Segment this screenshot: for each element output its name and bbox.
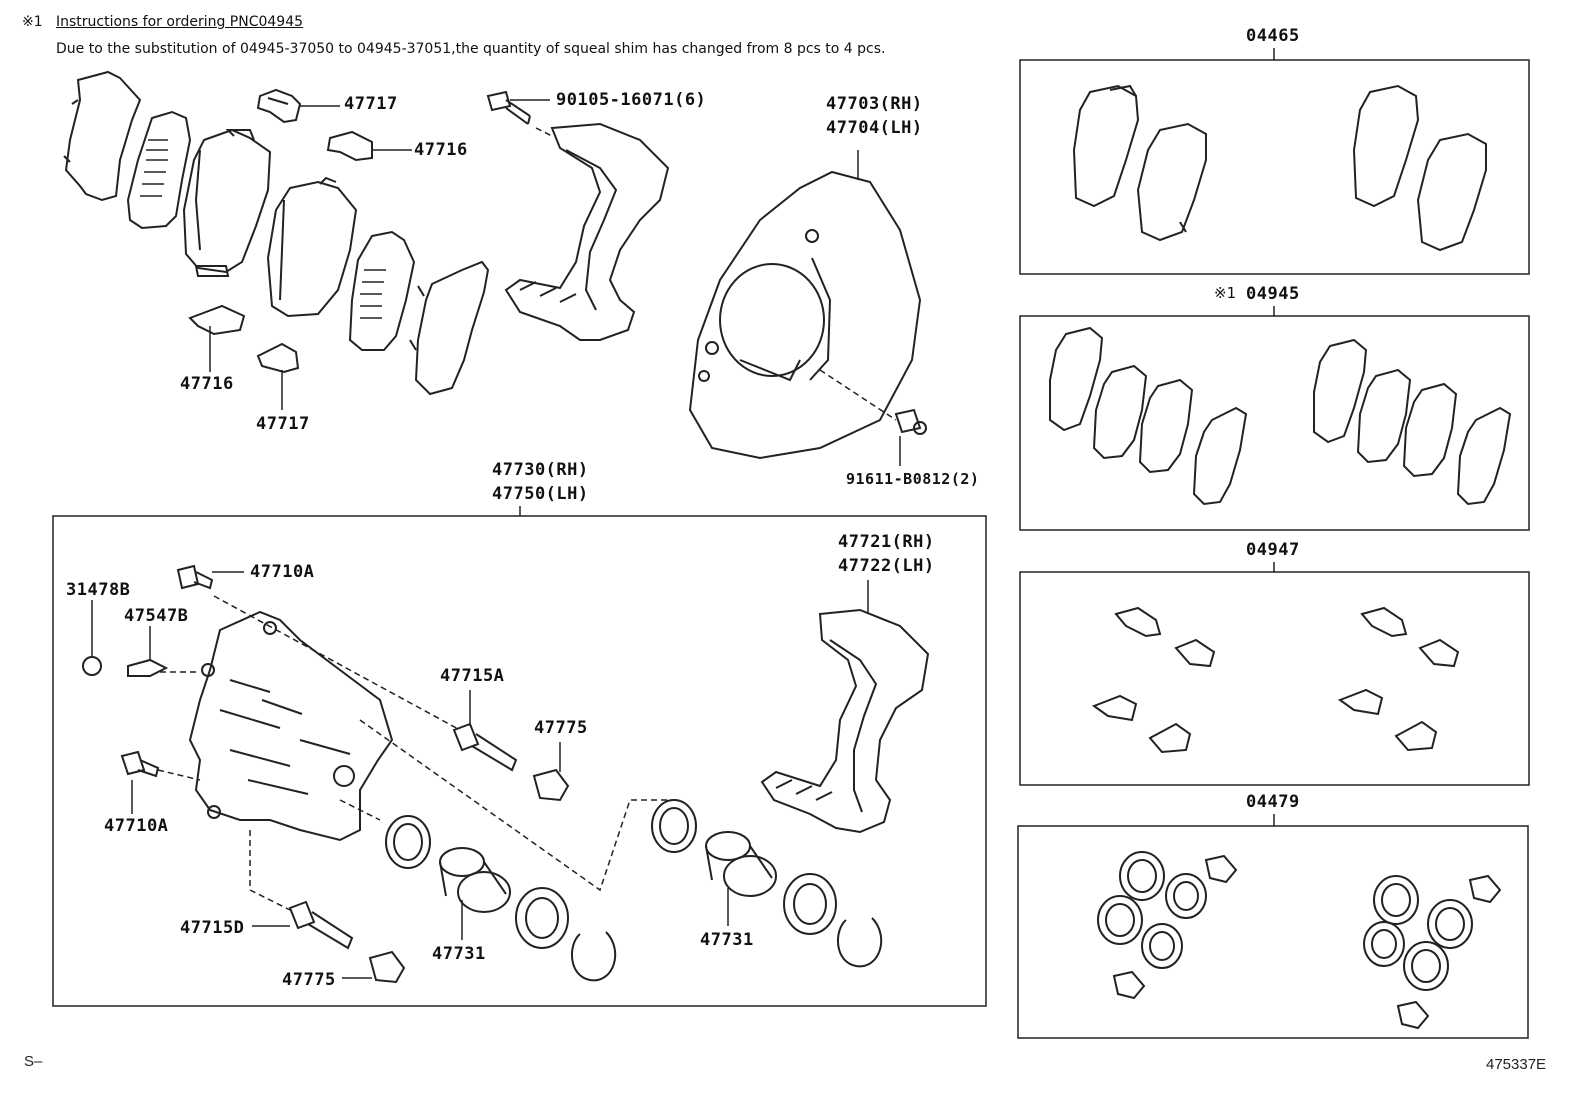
label-47715A: 47715A (440, 666, 505, 686)
bleeder-plug (127, 658, 169, 677)
dust-boot-right (783, 873, 837, 935)
note-title: Instructions for ordering PNC04945 (56, 14, 303, 30)
bleeder-cap (82, 656, 102, 676)
note-marker: ※1 (22, 14, 43, 30)
footer-right: 475337E (1486, 1056, 1547, 1073)
label-47731-b: 47731 (700, 930, 754, 950)
label-bolt-91611: 91611-B0812(2) (846, 470, 980, 488)
slide-pin-47715A (452, 722, 518, 772)
kit-label-04945: 04945 (1246, 284, 1300, 304)
brake-pad-right (266, 176, 358, 318)
bolt-91611 (894, 408, 927, 435)
piston-right (705, 831, 777, 897)
kit-box-04945 (1019, 315, 1530, 531)
kit-label-04947: 04947 (1246, 540, 1300, 560)
label-mount-lh: 47722(LH) (838, 556, 935, 576)
set-ring-right (836, 917, 883, 968)
label-31478B: 31478B (66, 580, 131, 600)
label-caliper-lh: 47750(LH) (492, 484, 589, 504)
pad-support-plate-47716-top (326, 130, 373, 162)
bolt-47710A-bot (120, 750, 160, 778)
kit-04947-parts (1091, 606, 1460, 754)
brake-pad-left (182, 128, 272, 277)
note-text: Due to the substitution of 04945-37050 t… (56, 41, 886, 57)
label-47775-b: 47775 (282, 970, 336, 990)
slide-pin-47715D (288, 900, 354, 950)
kit-label-04479: 04479 (1246, 792, 1300, 812)
pad-support-plate-47716-bot (188, 304, 246, 336)
label-47710A-top: 47710A (250, 562, 315, 582)
mounting-bracket-right (760, 608, 930, 834)
bolt-47710A-top (176, 564, 214, 590)
pad-support-plate-47717-top (256, 88, 302, 124)
label-47717-bot: 47717 (256, 414, 310, 434)
anti-squeal-shim-outer-right (409, 260, 490, 396)
label-47710A-bot: 47710A (104, 816, 169, 836)
set-ring-left (570, 931, 617, 982)
label-dust-cover-lh: 47704(LH) (826, 118, 923, 138)
kit-label-04465: 04465 (1246, 26, 1300, 46)
anti-squeal-shim-outer-left (63, 70, 142, 202)
bolt-90105 (486, 90, 531, 125)
kit-box-04947 (1019, 571, 1530, 786)
dust-boot-left (515, 887, 569, 949)
label-47731-a: 47731 (432, 944, 486, 964)
dust-cover (688, 170, 922, 460)
label-47717-top: 47717 (344, 94, 398, 114)
kit-04465-parts (1072, 84, 1487, 252)
footer-left: S– (24, 1053, 43, 1070)
boot-47775-b (368, 950, 406, 984)
label-mount-rh: 47721(RH) (838, 532, 935, 552)
label-47716-bot: 47716 (180, 374, 234, 394)
piston-seal-right (651, 799, 697, 853)
kit-box-04479 (1017, 825, 1529, 1039)
kit-04479-parts (1097, 851, 1502, 1030)
caliper-body (188, 610, 394, 842)
pad-support-plate-47717-bot (256, 342, 300, 374)
label-caliper-rh: 47730(RH) (492, 460, 589, 480)
label-47715D: 47715D (180, 918, 245, 938)
anti-squeal-shim-inner-left (126, 110, 192, 230)
mounting-bracket-top (504, 122, 670, 341)
label-bolt-90105: 90105-16071(6) (556, 90, 707, 110)
label-47547B: 47547B (124, 606, 189, 626)
boot-47775-a (532, 768, 570, 802)
label-47716-top: 47716 (414, 140, 468, 160)
piston-seal-left (385, 815, 431, 869)
kit-box-04465 (1019, 59, 1530, 275)
kit-label-04945-marker: ※1 (1214, 284, 1237, 302)
label-47775-a: 47775 (534, 718, 588, 738)
piston-left (439, 847, 511, 913)
anti-squeal-shim-inner-right (348, 230, 416, 351)
kit-04945-parts (1049, 326, 1512, 506)
label-dust-cover-rh: 47703(RH) (826, 94, 923, 114)
note-title-text: Instructions for ordering PNC04945 (56, 14, 304, 30)
